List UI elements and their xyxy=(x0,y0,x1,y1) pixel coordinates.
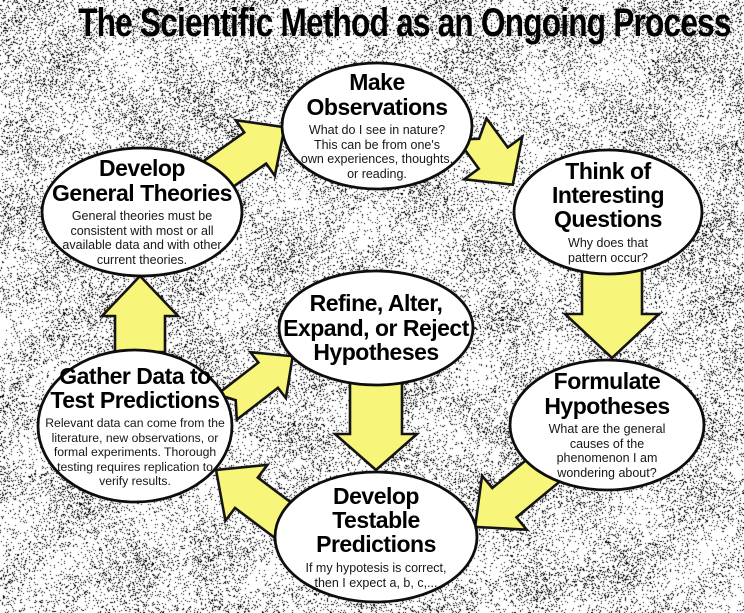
node-think-questions-subtitle: Why does that pattern occur? xyxy=(568,236,648,266)
node-formulate-hypotheses-subtitle: What are the general causes of the pheno… xyxy=(549,422,666,481)
node-develop-testable-predictions-title: Develop Testable Predictions xyxy=(316,484,436,557)
node-develop-testable-predictions-subtitle: If my hypotesis is correct, then I expec… xyxy=(305,561,446,591)
arrow-refine-to-predictions xyxy=(335,382,417,470)
node-develop-general-theories-subtitle: General theories must be consistent with… xyxy=(62,209,221,268)
node-think-questions: Think of Interesting Questions Why does … xyxy=(523,152,693,272)
node-refine-hypotheses-title: Refine, Alter, Expand, or Reject Hypothe… xyxy=(283,291,469,364)
node-develop-general-theories: Develop General Theories General theorie… xyxy=(42,150,242,274)
node-develop-testable-predictions: Develop Testable Predictions If my hypot… xyxy=(286,474,466,600)
node-formulate-hypotheses-title: Formulate Hypotheses xyxy=(544,369,669,418)
arrow-gather-to-theories xyxy=(102,276,178,352)
node-make-observations-subtitle: What do I see in nature? This can be fro… xyxy=(301,123,453,182)
node-gather-data: Gather Data to Test Predictions Relevant… xyxy=(37,352,233,500)
node-make-observations-title: Make Observations xyxy=(307,70,448,119)
node-develop-general-theories-title: Develop General Theories xyxy=(52,156,232,205)
node-gather-data-subtitle: Relevant data can come from the literatu… xyxy=(45,416,225,488)
node-make-observations: Make Observations What do I see in natur… xyxy=(287,66,467,186)
node-formulate-hypotheses: Formulate Hypotheses What are the genera… xyxy=(517,362,697,488)
arrow-questions-to-hypotheses xyxy=(565,268,659,358)
node-think-questions-title: Think of Interesting Questions xyxy=(552,159,664,232)
page-title: The Scientific Method as an Ongoing Proc… xyxy=(78,0,666,47)
node-refine-hypotheses: Refine, Alter, Expand, or Reject Hypothe… xyxy=(271,274,481,382)
node-gather-data-title: Gather Data to Test Predictions xyxy=(50,364,219,413)
